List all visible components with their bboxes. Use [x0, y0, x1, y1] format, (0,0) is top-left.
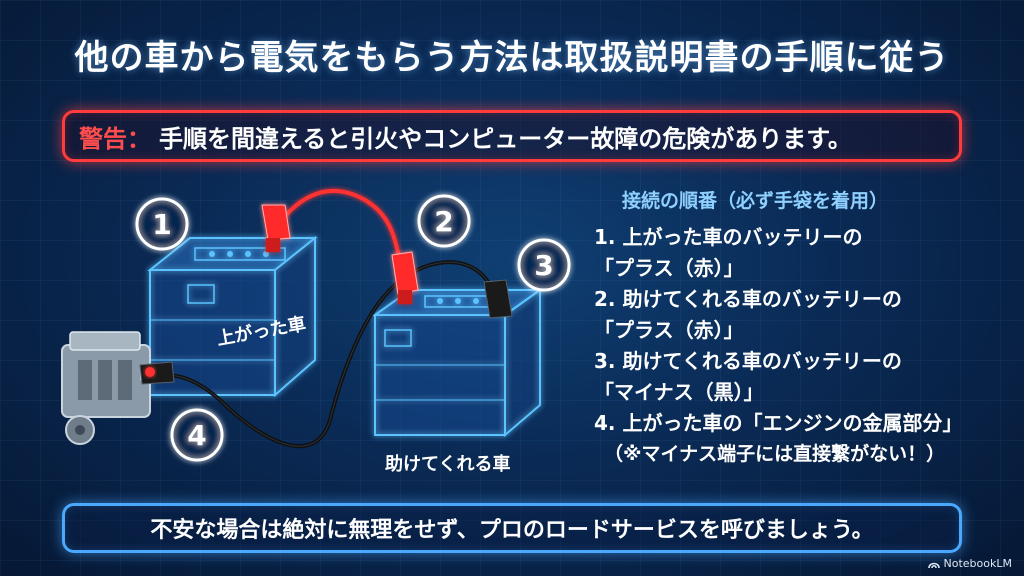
bottom-message: 不安な場合は絶対に無理をせず、プロのロードサービスを呼びましょう。 [62, 503, 962, 553]
red-clamp-dead-car [261, 204, 291, 252]
badge-3: 3 [517, 238, 571, 292]
warning-label: 警告： [79, 124, 151, 153]
notebooklm-logo-icon [927, 562, 940, 568]
red-clamp-helper-car [391, 251, 419, 304]
warning-text: 手順を間違えると引火やコンピューター故障の危険があります。 [159, 124, 852, 153]
logo-text: NotebookLM [943, 557, 1012, 570]
black-clamp-helper-car [483, 279, 513, 319]
step-3: 3. 助けてくれる車のバッテリーの 「マイナス（黒）」 [594, 349, 902, 404]
step-4: 4. 上がった車の「エンジンの金属部分」 [594, 411, 963, 435]
steps-list: 1. 上がった車のバッテリーの 「プラス（赤）」 2. 助けてくれる車のバッテリ… [594, 222, 1004, 469]
steps-title: 接続の順番（必ず手袋を着用） [622, 190, 889, 212]
dead-car-battery [147, 235, 318, 398]
notebooklm-logo: NotebookLM [927, 557, 1012, 570]
svg-text:1: 1 [152, 208, 171, 241]
svg-text:4: 4 [187, 419, 206, 452]
badge-1: 1 [135, 197, 189, 251]
helper-car-label: 助けてくれる車 [385, 453, 510, 475]
engine-icon [61, 331, 158, 445]
badge-2: 2 [417, 194, 471, 248]
step-1: 1. 上がった車のバッテリーの 「プラス（赤）」 [594, 225, 863, 280]
svg-text:2: 2 [434, 205, 453, 238]
step-2: 2. 助けてくれる車のバッテリーの 「プラス（赤）」 [594, 287, 902, 342]
page-title: 他の車から電気をもらう方法は取扱説明書の手順に従う [74, 38, 950, 78]
helper-car-battery [371, 288, 544, 438]
positive-cable [276, 189, 404, 269]
step-4-note: （※マイナス端子には直接繋がない！） [604, 443, 946, 465]
warning-banner: 警告： 手順を間違えると引火やコンピューター故障の危険があります。 [62, 110, 962, 162]
badge-4: 4 [170, 408, 224, 462]
black-clamp-engine [139, 361, 175, 385]
svg-text:3: 3 [534, 249, 553, 282]
